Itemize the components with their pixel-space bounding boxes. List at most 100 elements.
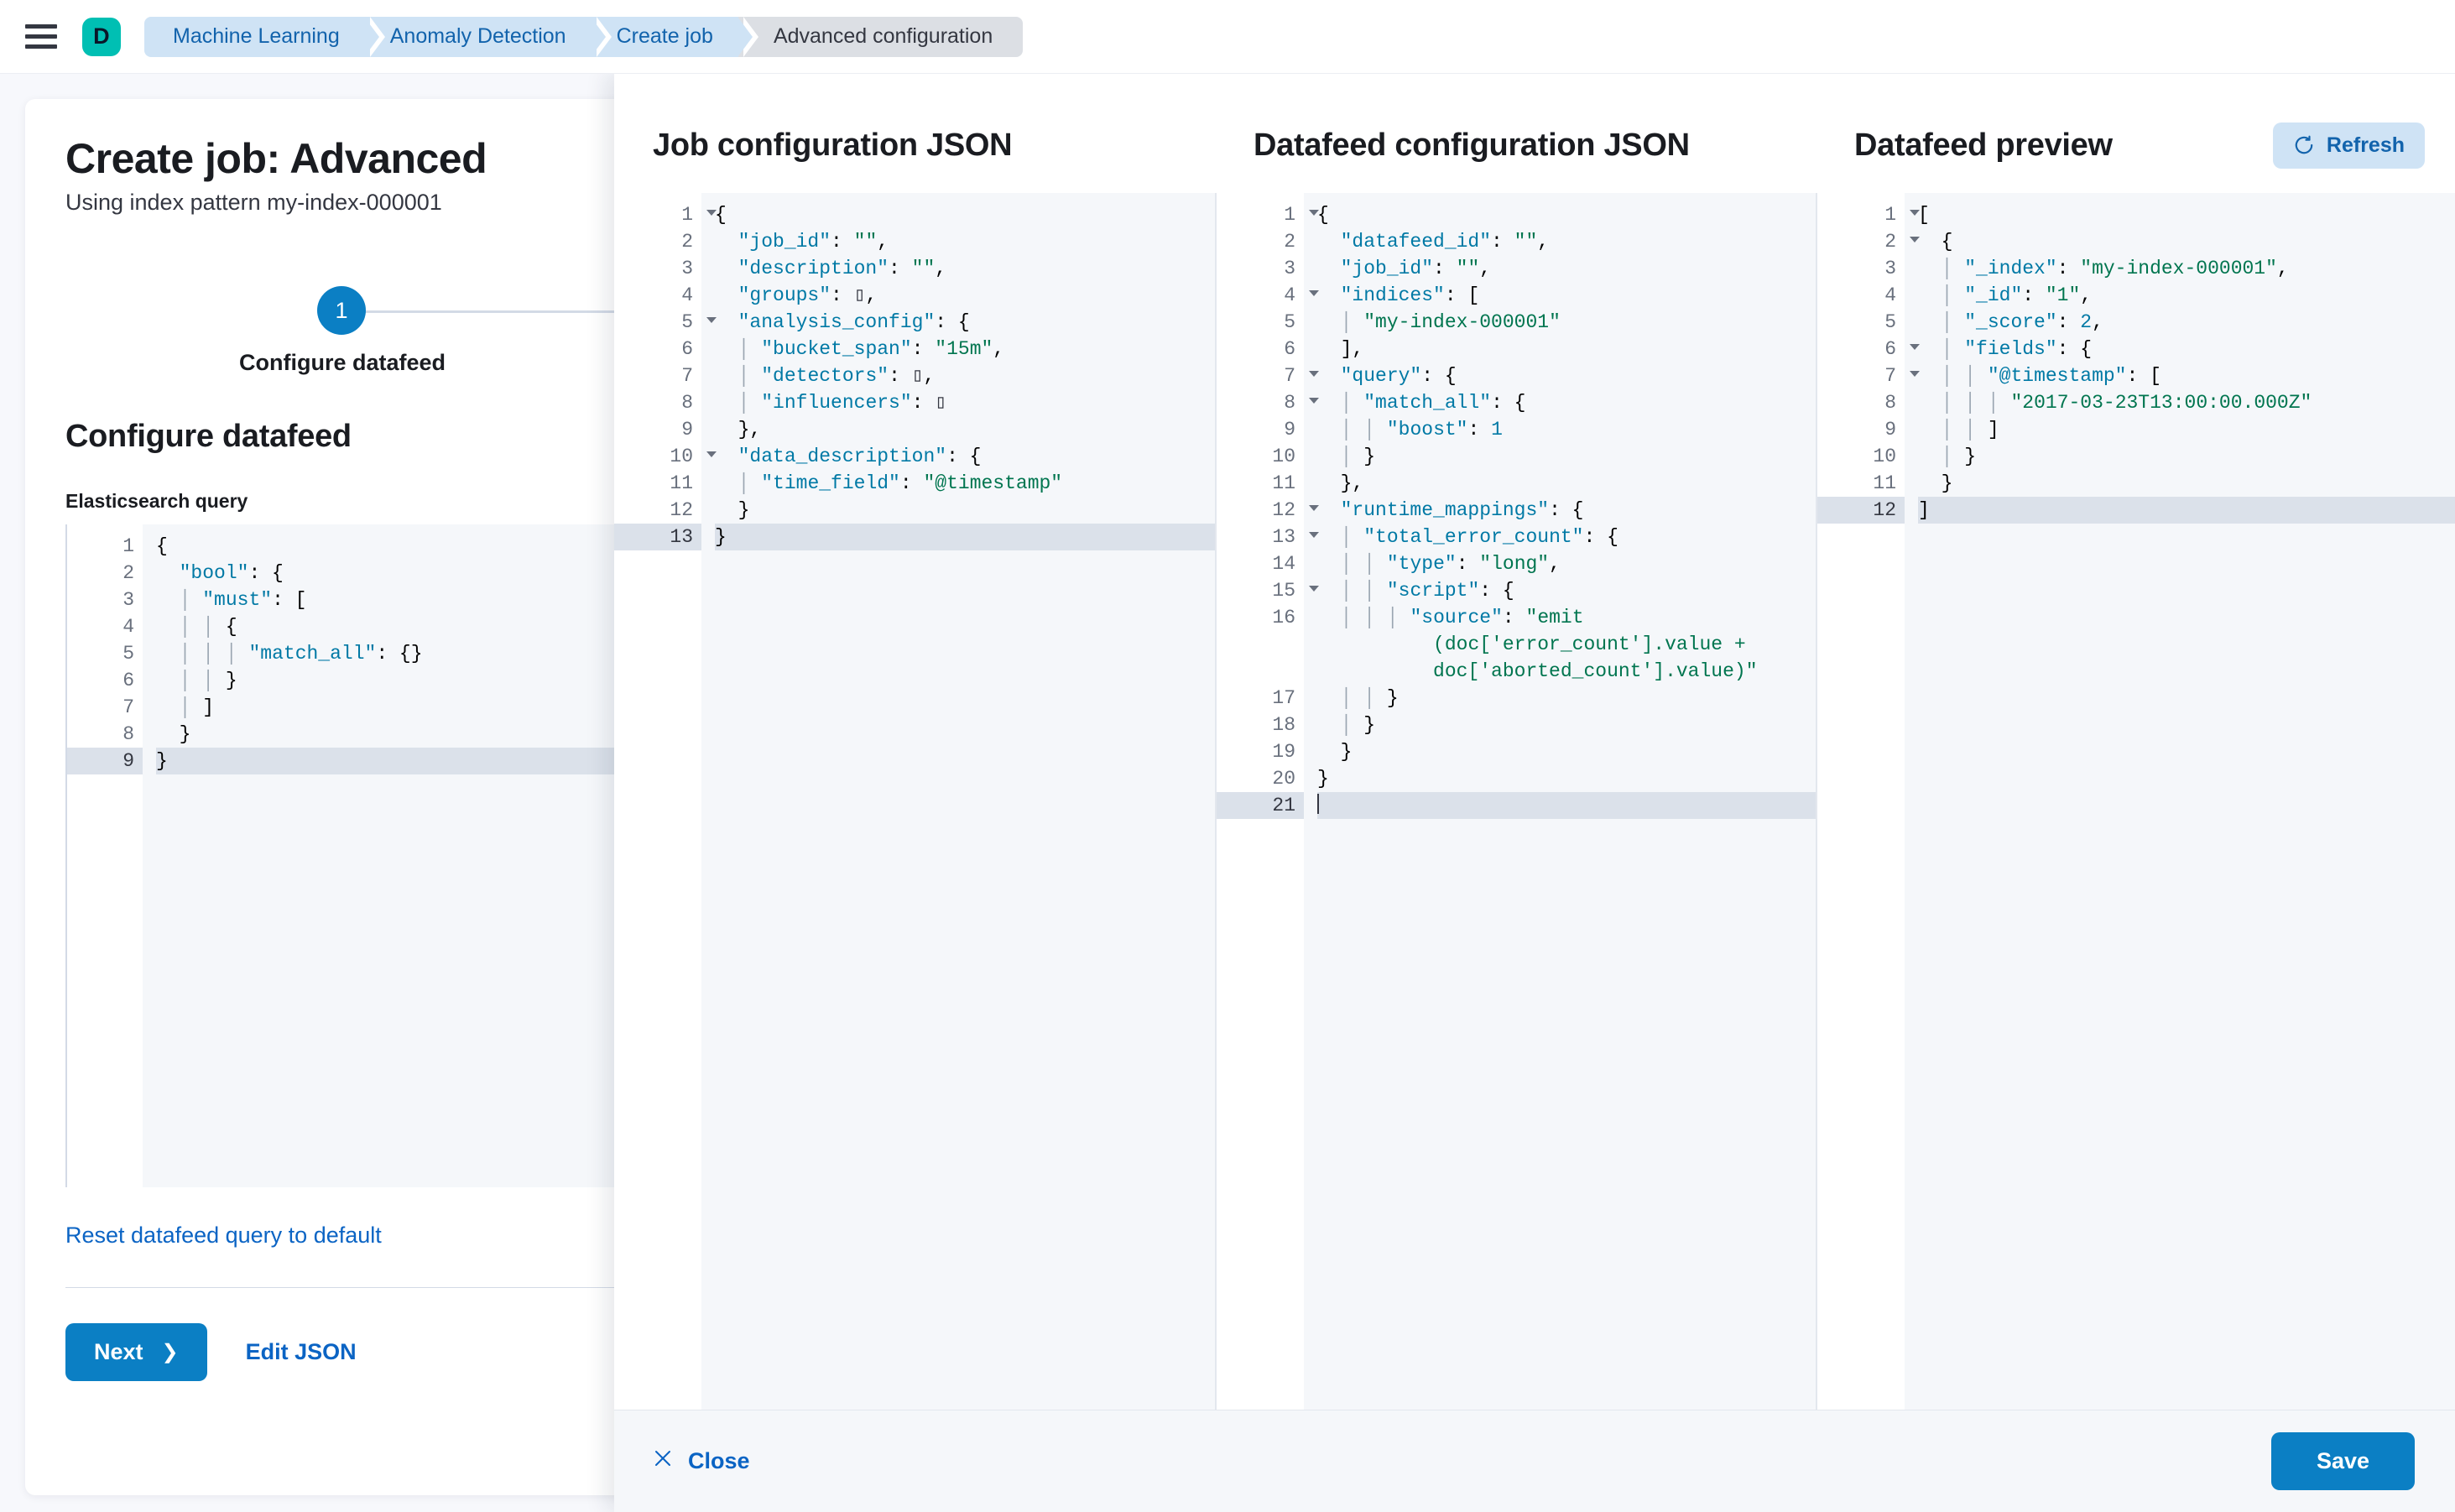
fold-arrow-icon[interactable] (706, 210, 717, 216)
code-line: "analysis_config": { (738, 311, 970, 333)
refresh-button[interactable]: Refresh (2272, 122, 2425, 169)
close-button[interactable]: Close (653, 1448, 750, 1474)
card-footer: Next ❯ Edit JSON (65, 1323, 1067, 1381)
space-avatar[interactable]: D (82, 17, 121, 56)
fold-arrow-icon[interactable] (706, 451, 717, 457)
reset-datafeed-query-link[interactable]: Reset datafeed query to default (65, 1223, 382, 1248)
line-number: 6 (122, 670, 134, 691)
code-line: │ │ } (1340, 687, 1399, 709)
code-line: "description": "", (738, 258, 947, 279)
editor-code[interactable]: { "datafeed_id": "", "job_id": "", "indi… (1304, 193, 1816, 1410)
code-line: │ "match_all": { (1340, 392, 1526, 414)
fold-arrow-icon[interactable] (1309, 398, 1319, 404)
next-button[interactable]: Next ❯ (65, 1323, 207, 1381)
page-subtitle: Using index pattern my-index-000001 (65, 190, 442, 215)
code-line: } (179, 723, 191, 745)
line-number: 12 (1217, 497, 1319, 524)
code-line: │ } (1340, 714, 1376, 736)
line-number: 16 (1272, 607, 1295, 628)
fold-arrow-icon[interactable] (1309, 210, 1319, 216)
line-number: 2 (1817, 228, 1920, 255)
top-navigation-bar: D Machine Learning Anomaly Detection Cre… (0, 0, 2455, 74)
code-line: │ "influencers": ▯ (738, 392, 947, 414)
line-number: 18 (1272, 714, 1295, 736)
code-line: │ "time_field": "@timestamp" (738, 472, 1063, 494)
code-line: { (715, 204, 727, 226)
fold-arrow-icon[interactable] (1309, 586, 1319, 592)
line-number: 8 (1884, 392, 1896, 414)
line-number: 3 (681, 258, 693, 279)
fold-arrow-icon[interactable] (1309, 290, 1319, 296)
fold-arrow-icon[interactable] (1910, 344, 1920, 350)
code-line: │ "my-index-000001" (1340, 311, 1561, 333)
line-number: 10 (1272, 446, 1295, 467)
elasticsearch-query-label: Elasticsearch query (65, 490, 248, 512)
line-number: 5 (1284, 311, 1295, 333)
code-line: │ │ } (179, 670, 237, 691)
fold-arrow-icon[interactable] (1910, 371, 1920, 377)
fold-arrow-icon[interactable] (1910, 237, 1920, 242)
line-number: 1 (1217, 201, 1319, 228)
fold-arrow-icon[interactable] (706, 317, 717, 323)
breadcrumb-item-anomaly-detection[interactable]: Anomaly Detection (364, 16, 612, 57)
edit-json-link[interactable]: Edit JSON (245, 1339, 357, 1364)
line-number: 4 (1884, 284, 1896, 306)
breadcrumb-item-machine-learning[interactable]: Machine Learning (144, 16, 385, 57)
editor-code[interactable]: [ { │ "_index": "my-index-000001", │ "_i… (1905, 193, 2455, 1410)
code-line: │ │ ] (1941, 419, 1999, 441)
fold-arrow-icon[interactable] (1309, 532, 1319, 538)
code-line: ] (1918, 497, 2455, 524)
line-number: 2 (1284, 231, 1295, 253)
code-line: ], (1340, 338, 1364, 360)
code-line: │ │ "script": { (1340, 580, 1514, 602)
code-line: "runtime_mappings": { (1340, 499, 1584, 521)
line-number: 10 (1873, 446, 1896, 467)
datafeed-configuration-title: Datafeed configuration JSON (1254, 127, 1690, 163)
fold-arrow-icon[interactable] (1910, 210, 1920, 216)
code-line: }, (738, 419, 762, 441)
line-number: 2 (67, 560, 158, 587)
line-number: 13 (1217, 524, 1319, 550)
line-number: 8 (681, 392, 693, 414)
datafeed-configuration-header: Datafeed configuration JSON (1215, 114, 1816, 176)
code-line: │ │ "type": "long", (1340, 553, 1561, 575)
line-number: 11 (670, 472, 693, 494)
breadcrumb-item-create-job[interactable]: Create job (591, 16, 759, 57)
code-line: "groups": ▯, (738, 284, 878, 306)
breadcrumb: Machine Learning Anomaly Detection Creat… (144, 16, 1024, 57)
job-configuration-header: Job configuration JSON (614, 114, 1215, 176)
line-number: 7 (1817, 362, 1920, 389)
code-line: "data_description": { (738, 446, 982, 467)
line-number: 7 (681, 365, 693, 387)
fold-arrow-icon[interactable] (1309, 371, 1319, 377)
code-line: "indices": [ (1340, 284, 1480, 306)
line-number: 10 (614, 443, 717, 470)
line-number: 6 (1817, 336, 1920, 362)
fold-arrow-icon[interactable] (1309, 505, 1319, 511)
code-line: [ (1918, 204, 1930, 226)
line-number: 17 (1272, 687, 1295, 709)
code-line: } (1340, 741, 1353, 763)
save-button[interactable]: Save (2270, 1432, 2415, 1490)
editor-code[interactable]: { "job_id": "", "description": "", "grou… (701, 193, 1215, 1410)
code-line: │ ] (179, 696, 215, 718)
step-number-badge[interactable]: 1 (317, 286, 366, 335)
hamburger-icon[interactable] (25, 22, 60, 52)
line-number: 8 (122, 723, 134, 745)
line-number: 9 (681, 419, 693, 441)
code-line: } (715, 524, 1215, 550)
line-number: 7 (1217, 362, 1319, 389)
chevron-right-icon: ❯ (161, 1341, 179, 1363)
line-number: 3 (1284, 258, 1295, 279)
line-number: 4 (1217, 282, 1319, 309)
code-line: │ │ │ "match_all": {} (179, 643, 423, 665)
code-line: │ } (1941, 446, 1977, 467)
step-label: Configure datafeed (238, 350, 446, 375)
